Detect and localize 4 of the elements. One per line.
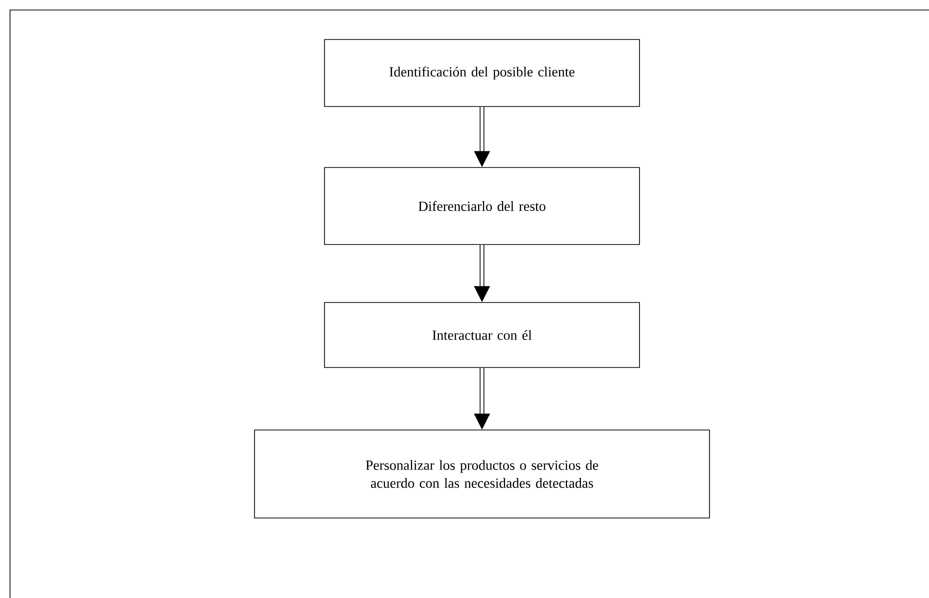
- process-box: Personalizar los productos o servicios de acuerdo con las necesidades detectadas: [254, 430, 710, 518]
- process-box: Diferenciarlo del resto: [324, 167, 640, 245]
- process-box: Identificación del posible cliente: [324, 39, 640, 107]
- process-box: Interactuar con él: [324, 302, 640, 368]
